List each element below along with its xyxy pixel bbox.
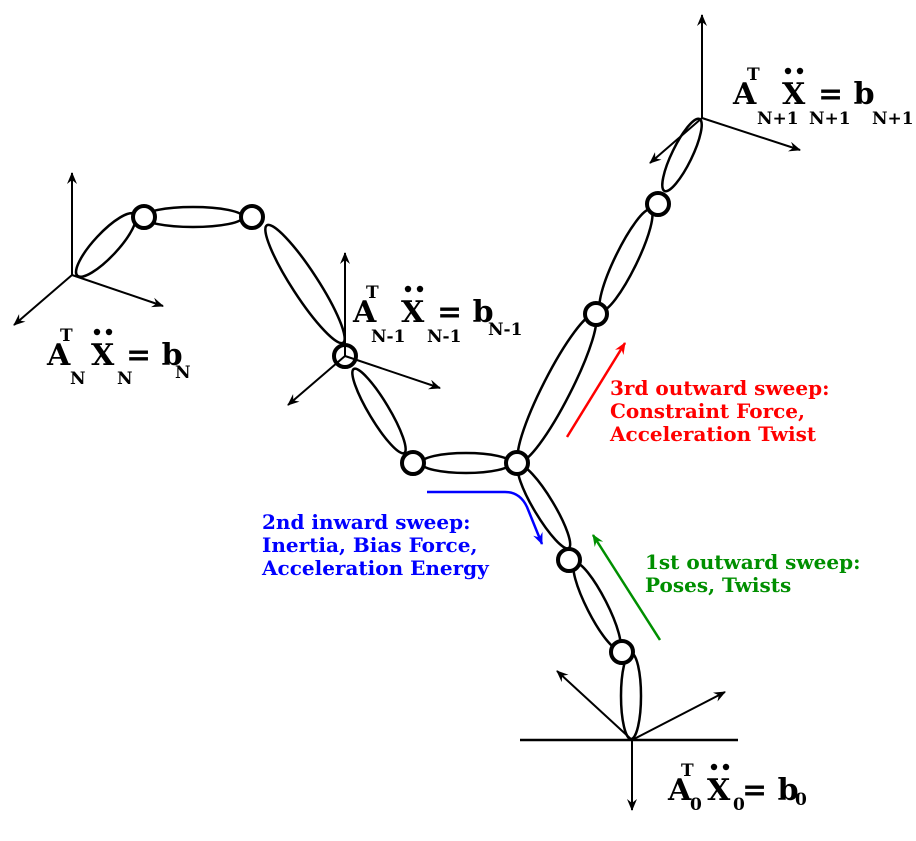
svg-text:3rd outward sweep:: 3rd outward sweep:	[610, 376, 829, 400]
svg-text:N: N	[175, 363, 191, 383]
link-left-top	[141, 205, 245, 229]
blue-sweep-arrow	[427, 490, 544, 545]
first-sweep-label: 1st outward sweep: Poses, Twists	[645, 550, 860, 597]
equation-bottom: A T 0 X 0 = b 0	[667, 761, 807, 815]
svg-text:T: T	[60, 326, 73, 346]
equation-middle: A T N-1 X N-1 = b N-1	[352, 283, 522, 347]
svg-text:A: A	[352, 295, 377, 330]
joints	[131, 191, 671, 665]
svg-text:N: N	[117, 369, 133, 389]
svg-text:= b: = b	[437, 295, 494, 330]
svg-text:N: N	[70, 369, 86, 389]
green-sweep-arrow	[591, 534, 662, 641]
joint-4	[583, 301, 609, 327]
joint-2	[556, 547, 582, 573]
joint-8	[239, 204, 265, 230]
svg-text:N-1: N-1	[427, 327, 461, 347]
svg-text:X: X	[782, 77, 806, 112]
svg-text:A: A	[732, 77, 757, 112]
joint-6	[400, 450, 426, 476]
svg-text:X: X	[401, 295, 425, 330]
svg-text:= b: = b	[126, 338, 183, 373]
link-upper-3	[661, 117, 703, 193]
svg-text:X: X	[91, 338, 115, 373]
equation-left: A T N X N = b N	[46, 326, 191, 389]
second-sweep-label: 2nd inward sweep: Inertia, Bias Force, A…	[261, 510, 490, 580]
svg-text:Poses, Twists: Poses, Twists	[645, 573, 791, 597]
equation-top-right: A T N+1 X N+1 = b N+1	[732, 65, 914, 129]
third-sweep-label: 3rd outward sweep: Constraint Force, Acc…	[609, 376, 829, 446]
svg-text:Constraint Force,: Constraint Force,	[610, 399, 805, 423]
red-sweep-arrow	[565, 342, 627, 438]
svg-text:Inertia, Bias Force,: Inertia, Bias Force,	[262, 533, 477, 557]
svg-text:X: X	[707, 773, 731, 808]
svg-text:N+1: N+1	[872, 109, 914, 129]
svg-text:Acceleration Energy: Acceleration Energy	[261, 556, 490, 580]
svg-text:N-1: N-1	[371, 327, 405, 347]
svg-text:0: 0	[690, 795, 702, 815]
svg-text:Acceleration Twist: Acceleration Twist	[609, 422, 817, 446]
svg-text:T: T	[366, 283, 379, 303]
svg-text:A: A	[667, 773, 692, 808]
frame-middle	[287, 252, 441, 406]
joint-1	[609, 639, 635, 665]
link-base	[619, 651, 643, 741]
svg-text:0: 0	[733, 795, 745, 815]
svg-text:A: A	[46, 338, 71, 373]
svg-text:2nd inward sweep:: 2nd inward sweep:	[262, 510, 471, 534]
link-horizontal-mid	[419, 451, 513, 475]
svg-text:N+1: N+1	[757, 109, 799, 129]
frame-bottom	[556, 670, 726, 811]
svg-text:1st outward sweep:: 1st outward sweep:	[645, 550, 860, 574]
joint-5	[645, 191, 671, 217]
link-upper-2	[598, 208, 654, 312]
svg-text:N+1: N+1	[809, 109, 851, 129]
frame-top-right	[649, 14, 801, 164]
svg-text:T: T	[747, 65, 760, 85]
svg-text:= b: = b	[742, 773, 799, 808]
svg-text:0: 0	[795, 790, 807, 810]
joint-3	[504, 450, 530, 476]
joint-9	[131, 204, 157, 230]
frame-left	[13, 172, 164, 326]
svg-text:= b: = b	[818, 77, 875, 112]
svg-text:T: T	[681, 761, 694, 781]
svg-text:N-1: N-1	[488, 320, 522, 340]
link-mid-diag	[351, 367, 407, 455]
link-left-long	[264, 223, 346, 345]
